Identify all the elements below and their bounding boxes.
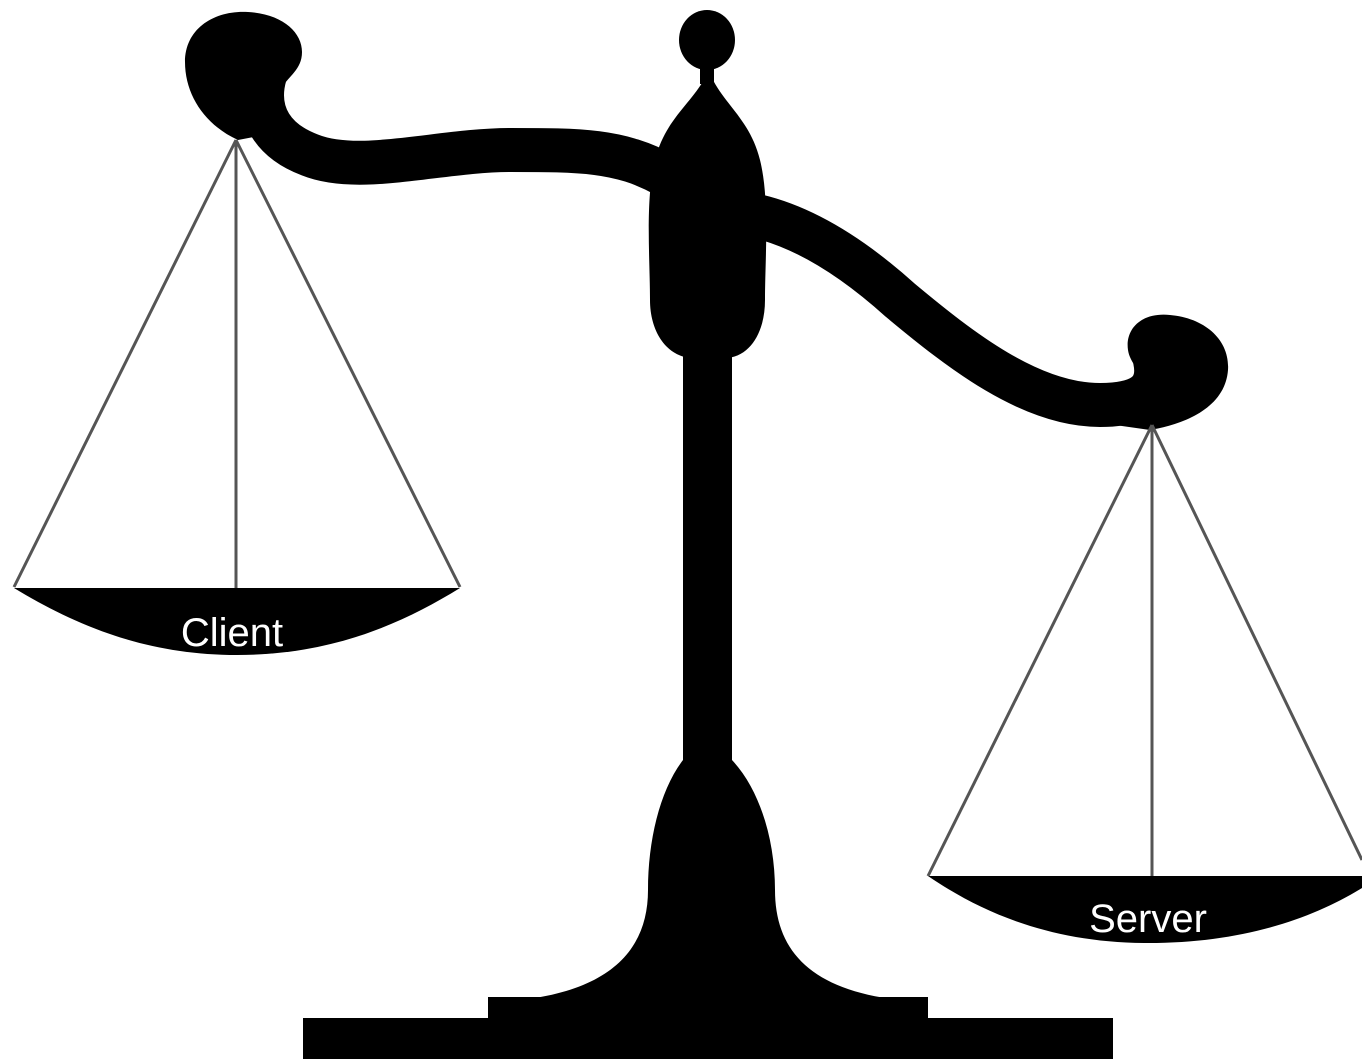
base-bottom-plate (303, 1018, 1113, 1059)
right-pan-label: Server (1089, 897, 1207, 941)
scale-base (303, 997, 1113, 1059)
base-top-plate (488, 997, 928, 1022)
beam-right-arm (752, 215, 1156, 405)
beam-left-arm (262, 75, 665, 175)
left-pan-label: Client (181, 611, 283, 655)
scale-column (520, 340, 900, 1000)
left-pan-chains (14, 140, 460, 590)
right-pan-chains (928, 425, 1362, 878)
scale-finial (679, 10, 735, 84)
beam-right-curl (1115, 315, 1228, 430)
